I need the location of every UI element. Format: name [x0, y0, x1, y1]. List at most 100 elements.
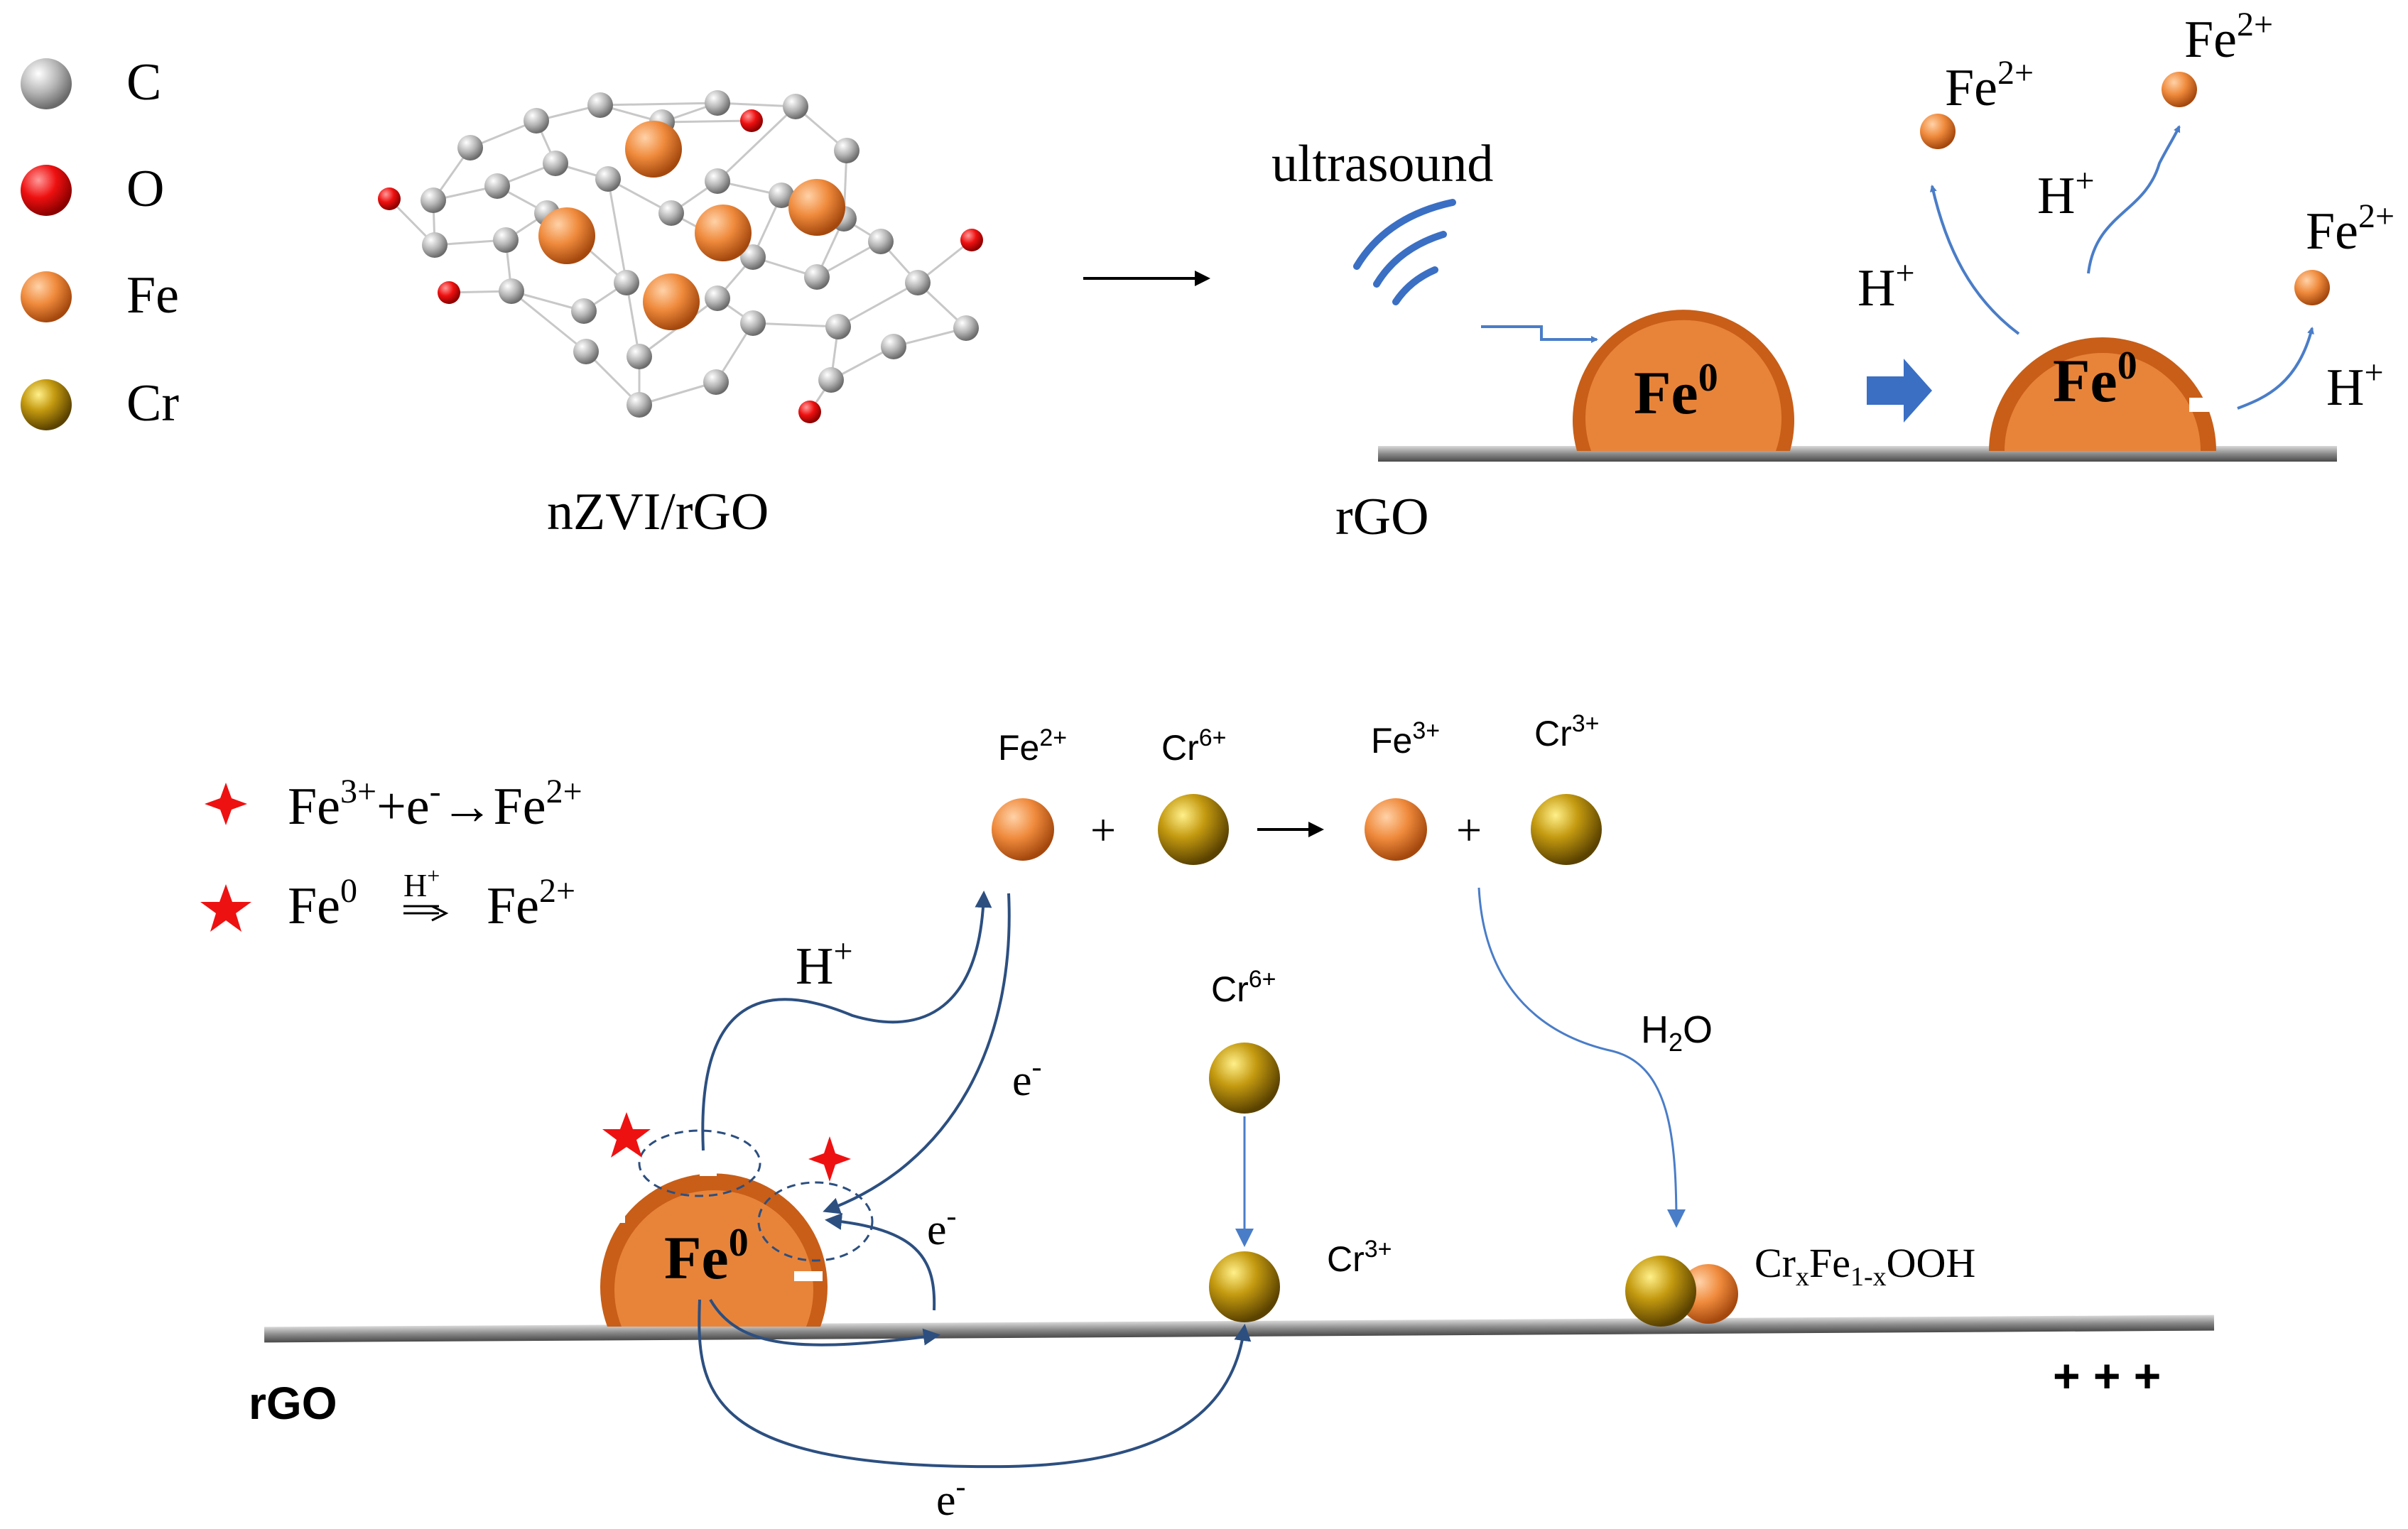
- iron-atom-icon: [695, 205, 752, 261]
- carbon-atom-icon: [587, 92, 613, 118]
- carbon-atom-icon: [953, 315, 979, 341]
- carbon-atom-icon: [703, 369, 729, 395]
- reaction-equation-1: Fe3++e-→Fe2+: [288, 773, 582, 836]
- particle-label: Fe0: [664, 1221, 749, 1292]
- electron-label: e-: [936, 1471, 966, 1525]
- ferrous-ion-released: Fe2+: [2294, 197, 2395, 305]
- chemical-bond: [837, 281, 918, 328]
- rgo-label-bottom: rGO: [249, 1378, 337, 1429]
- precipitation-pathway: H2O CrxFe1-xOOH: [1477, 887, 1975, 1327]
- oxygen-atom-icon: [740, 109, 763, 132]
- ion-label: Fe2+: [1945, 54, 2034, 117]
- chemical-bond: [661, 119, 752, 124]
- iron-ion-icon: [2294, 270, 2330, 305]
- top-panel-ultrasound: ultrasound: [1271, 135, 1598, 343]
- five-point-star-icon: [602, 1112, 651, 1158]
- carbon-atom-icon: [595, 166, 621, 192]
- carbon-atom-icon: [868, 229, 894, 254]
- four-point-star-icon: [205, 783, 247, 825]
- carbon-atom-icon: [905, 270, 931, 295]
- carbon-atom-icon: [21, 58, 72, 109]
- proton-label: H+: [2037, 162, 2095, 225]
- iron-atom-icon: [538, 207, 595, 264]
- carbon-atom-icon: [740, 310, 766, 336]
- carbon-atom-icon: [881, 334, 906, 359]
- electron-pathways: [698, 891, 1252, 1469]
- carbon-atom-icon: [627, 392, 652, 418]
- electron-label: e-: [1012, 1051, 1042, 1105]
- oxygen-atom-icon: [21, 165, 72, 216]
- chemical-bond: [717, 102, 796, 108]
- chemical-bond: [752, 322, 839, 328]
- legend-item-oxygen: O: [21, 160, 164, 218]
- chemical-bond: [511, 290, 587, 353]
- chemical-bond: [607, 178, 628, 283]
- legend: C O Fe Cr: [21, 53, 179, 432]
- chromium-ion-icon: [1209, 1043, 1280, 1114]
- species-label-fe3: Fe3+: [1371, 717, 1440, 761]
- chromium-ion-icon: [1209, 1251, 1280, 1322]
- oxygen-atom-icon: [798, 401, 821, 423]
- carbon-atom-icon: [484, 173, 510, 199]
- legend-item-carbon: C: [21, 53, 161, 111]
- proton-label: H+: [2326, 354, 2384, 417]
- iron-atom-icon: [21, 271, 72, 322]
- block-arrow-icon: [1867, 359, 1932, 423]
- chromium-ion-icon: [1625, 1256, 1696, 1327]
- iron-ion-icon: [992, 798, 1054, 861]
- carbon-atom-icon: [499, 278, 524, 304]
- species-label-cr3: Cr3+: [1534, 710, 1600, 753]
- chemical-bond: [600, 102, 718, 107]
- fe0-particle-intact: Fe0: [1573, 310, 1794, 451]
- iron-ion-icon: [2162, 72, 2197, 107]
- reaction-product: Fe2+: [487, 872, 575, 935]
- ultrasound-waves-icon: [1353, 199, 1456, 305]
- particle-label: Fe0: [1634, 356, 1718, 427]
- carbon-atom-icon: [818, 367, 844, 393]
- carbon-atom-icon: [422, 232, 448, 258]
- species-label-fe2: Fe2+: [998, 724, 1067, 768]
- fe0-particle-bottom: Fe0: [600, 1129, 874, 1327]
- legend-label-oxygen: O: [126, 160, 164, 218]
- species-label-cr3: Cr3+: [1327, 1236, 1392, 1279]
- four-point-star-icon: [808, 1136, 851, 1182]
- ultrasound-label: ultrasound: [1271, 135, 1493, 193]
- carbon-atom-icon: [825, 314, 851, 339]
- product-label: CrxFe1-xOOH: [1755, 1240, 1975, 1292]
- structure-label: nZVI/rGO: [547, 483, 769, 541]
- surface-charge-label: + + +: [2053, 1349, 2161, 1402]
- cr6-reduction-column: Cr6+ Cr3+: [1209, 966, 1392, 1322]
- ultrasound-arrow: [1481, 325, 1598, 343]
- oxygen-atom-icon: [438, 281, 460, 304]
- reaction-site-ring: [638, 1129, 761, 1197]
- nzvi-rgo-structure-illustration: [378, 90, 983, 423]
- carbon-atom-icon: [614, 270, 639, 295]
- reaction-key: Fe3++e-→Fe2+ Fe0 H+ Fe2+: [200, 773, 582, 935]
- reaction-site-ring: [757, 1181, 874, 1262]
- iron-atom-icon: [643, 273, 700, 330]
- carbon-atom-icon: [740, 244, 766, 270]
- oxygen-atom-icon: [960, 229, 983, 251]
- carbon-atom-icon: [573, 339, 599, 364]
- ferrous-ion-released: Fe2+: [2162, 6, 2273, 107]
- ferrous-ion-released: Fe2+: [1920, 54, 2034, 149]
- legend-label-chromium: Cr: [126, 374, 179, 432]
- carbon-atom-icon: [524, 108, 549, 134]
- hydrolysis-arrow: [1477, 887, 1686, 1228]
- particle-label: Fe0: [2053, 344, 2137, 415]
- carbon-atom-icon: [627, 344, 652, 369]
- carbon-atom-icon: [834, 138, 859, 163]
- proton-label: H+: [796, 932, 853, 996]
- carbon-atom-icon: [658, 200, 684, 226]
- electron-label: e-: [927, 1200, 957, 1254]
- legend-label-iron: Fe: [126, 266, 179, 325]
- carbon-atom-icon: [705, 90, 730, 116]
- rgo-label-top: rGO: [1335, 488, 1429, 546]
- fe0-particle-corroding: Fe0: [1989, 274, 2216, 451]
- legend-item-chromium: Cr: [21, 374, 179, 432]
- chromium-ion-icon: [1158, 794, 1229, 865]
- ion-label: Fe2+: [2184, 6, 2273, 69]
- five-point-star-icon: [200, 884, 251, 932]
- carbon-atom-icon: [457, 135, 483, 160]
- chromium-atom-icon: [21, 379, 72, 430]
